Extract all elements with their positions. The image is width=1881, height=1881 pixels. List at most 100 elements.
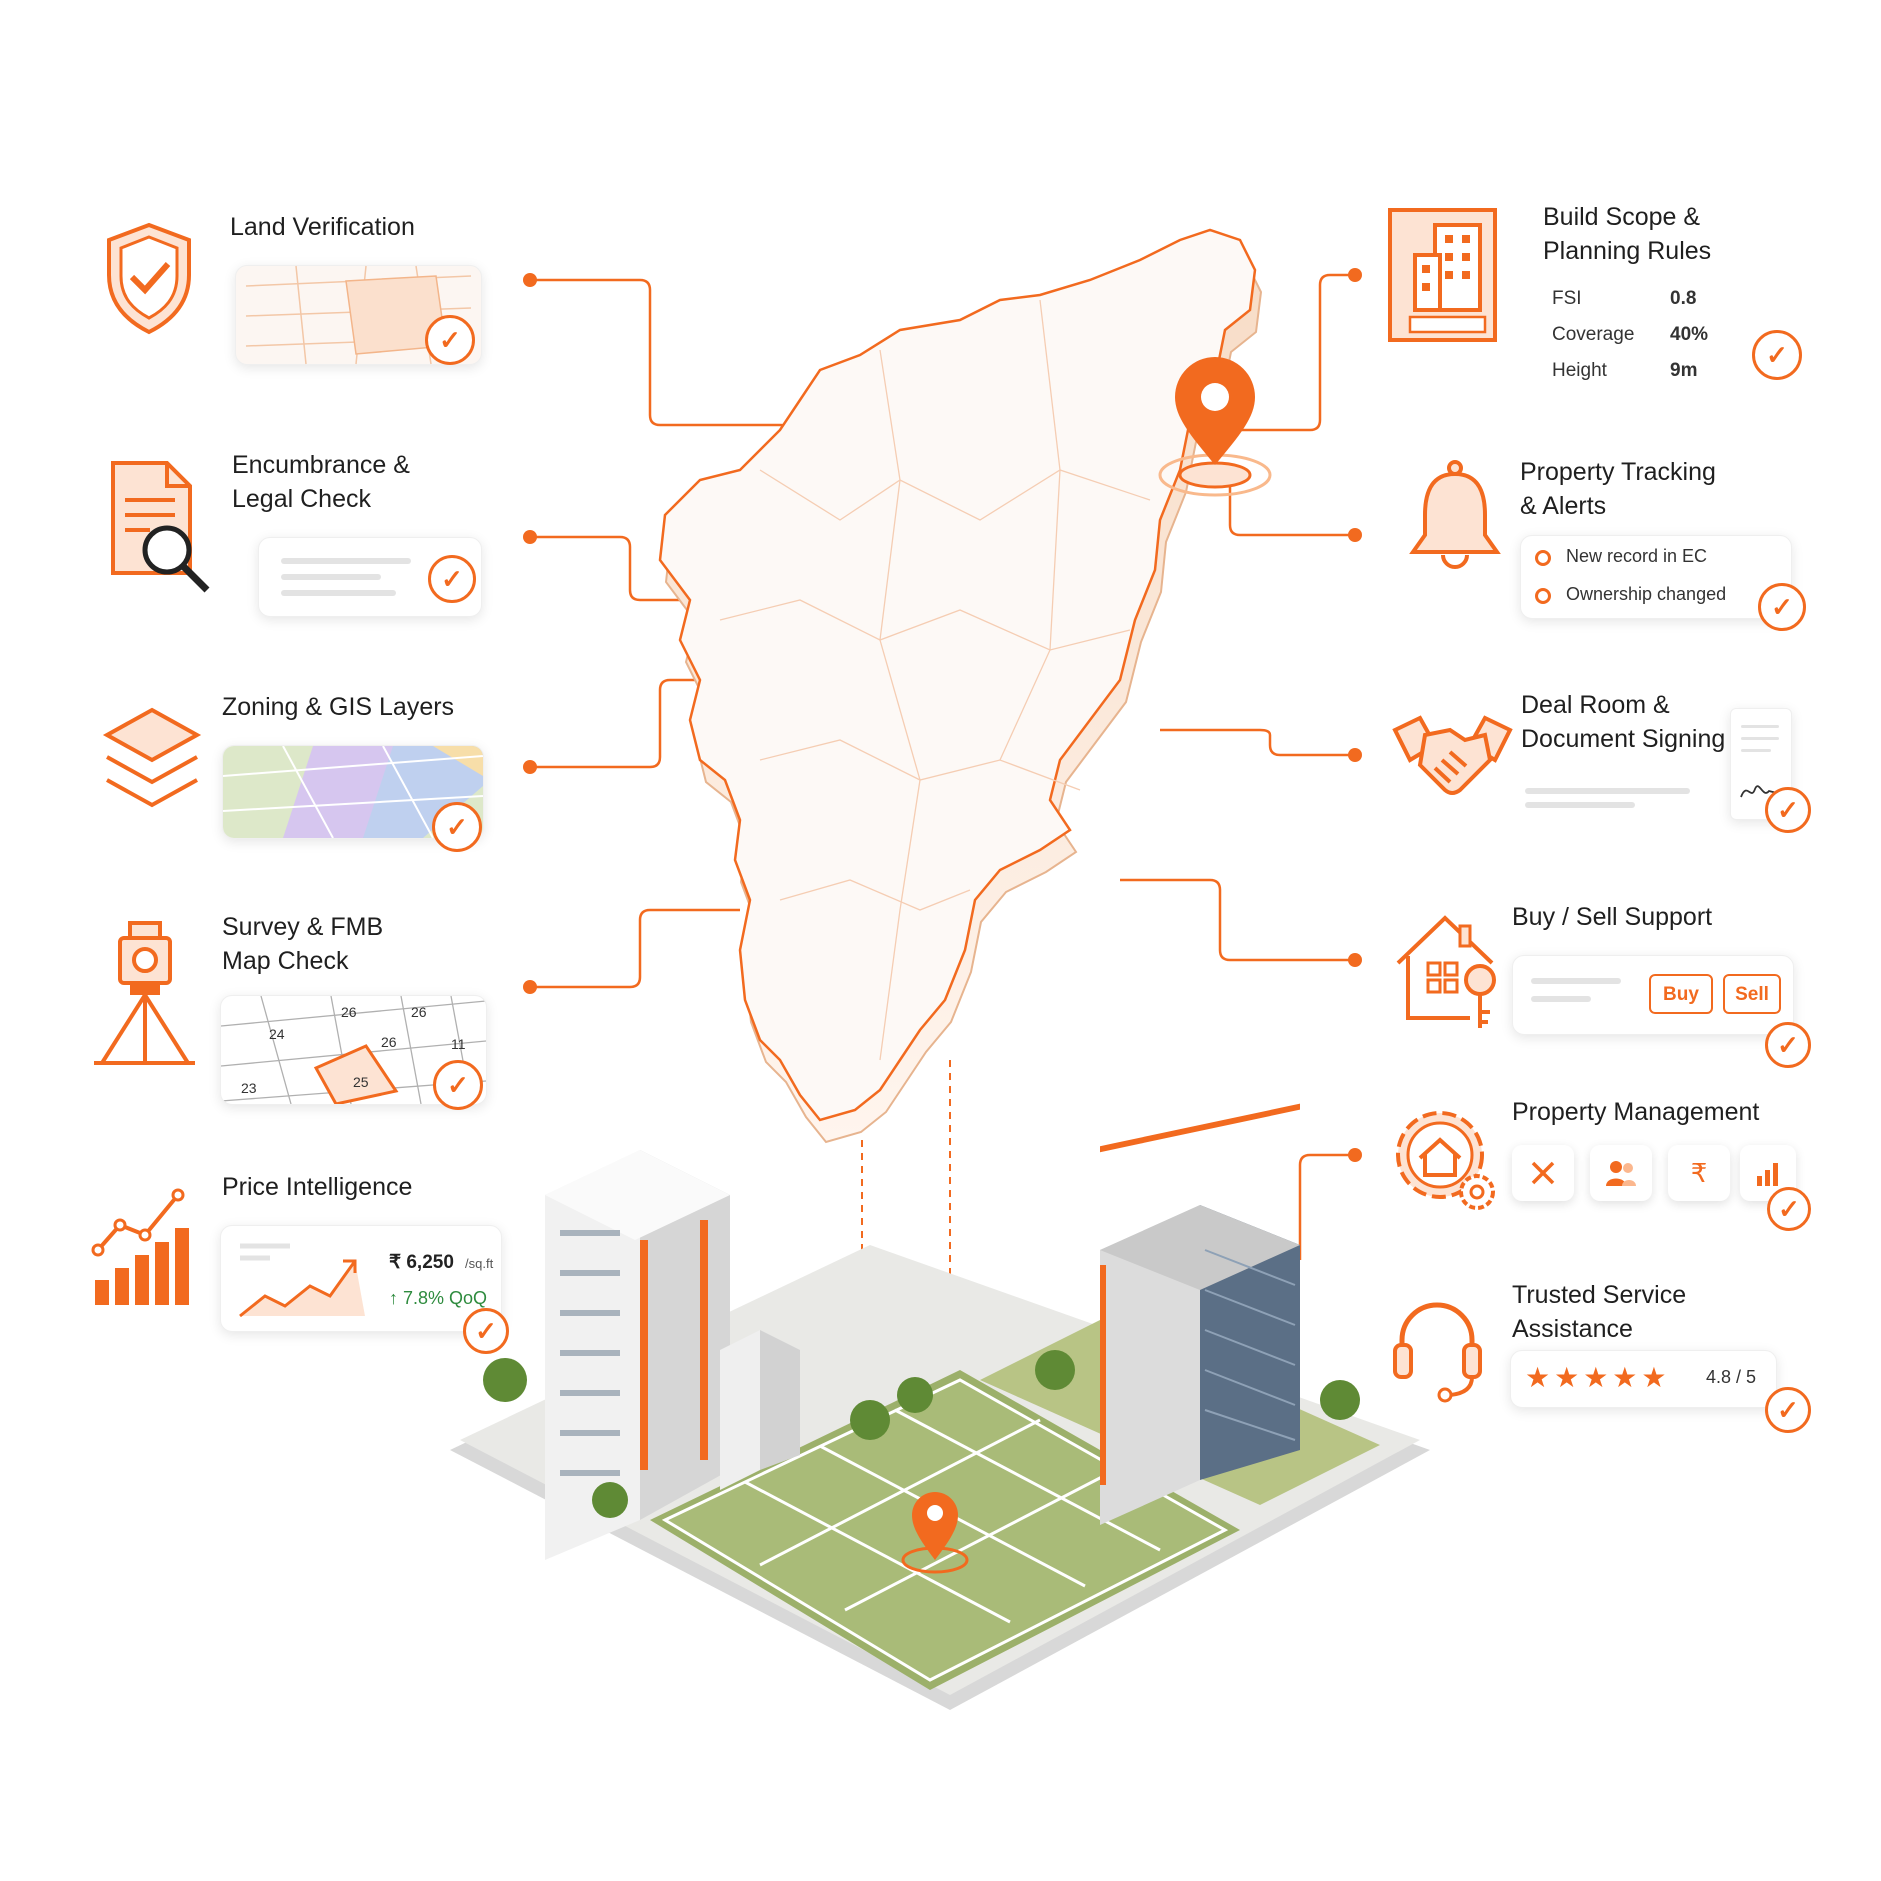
buy-sell-card: Buy Sell [1512,955,1794,1035]
placeholder-line [1531,978,1621,984]
connector-dot-build [1348,268,1362,282]
alert-item: New record in EC [1566,546,1708,566]
plot-number: 25 [353,1074,369,1090]
check-icon: ✓ [433,1060,483,1110]
check-icon: ✓ [428,555,476,603]
feature-title: Price Intelligence [222,1173,413,1201]
rule-label: Coverage [1552,324,1635,345]
check-icon: ✓ [463,1308,509,1354]
rule-label: FSI [1552,288,1582,309]
doc-line [1741,749,1771,752]
tools-icon[interactable] [1512,1145,1574,1201]
placeholder-line [1525,788,1690,794]
feature-property-tracking-alerts[interactable]: Property Tracking & Alerts New record in… [1380,445,1810,635]
gis-layers-card [222,745,484,839]
plot-number: 11 [451,1036,466,1052]
price-trend-sparkline [239,1243,365,1318]
feature-land-verification[interactable]: Land Verification ✓ [90,200,500,380]
connector-dot-buysell [1348,953,1362,967]
rule-value: 9m [1670,360,1698,381]
plot-number: 26 [341,1004,357,1020]
check-icon: ✓ [1765,1387,1811,1433]
bell-icon [1409,460,1501,569]
rating-value: 4.8 / 5 [1706,1367,1757,1387]
plot-number: 26 [381,1034,397,1050]
feature-deal-room-document-signing[interactable]: Deal Room & Document Signing ✓ [1380,680,1811,850]
check-icon: ✓ [425,315,475,365]
feature-property-management[interactable]: Property Management ₹ ✓ [1380,1085,1811,1245]
growth-chart-icon [91,1188,189,1305]
placeholder-line [281,558,411,564]
feature-zoning-gis-layers[interactable]: Zoning & GIS Layers ✓ [90,680,500,860]
doc-line [1741,725,1779,728]
plot-number: 24 [269,1026,285,1042]
rule-value: 40% [1670,324,1709,345]
feature-title: Zoning & GIS Layers [222,693,455,721]
location-pin-icon [1158,357,1272,497]
alert-dot-icon [1535,550,1551,566]
feature-title: Trusted Service Assistance [1512,1281,1687,1343]
check-icon: ✓ [432,802,482,852]
document-search-icon [111,461,210,593]
connector-dot-tracking [1348,528,1362,542]
alert-dot-icon [1535,588,1551,604]
connector-dot-survey [523,980,537,994]
placeholder-line [1525,802,1635,808]
check-icon: ✓ [1765,1022,1811,1068]
placeholder-line [281,590,396,596]
plot-number: 26 [411,1004,427,1020]
price-value: ₹ 6,250 [389,1252,454,1273]
house-key-icon [1396,915,1496,1028]
rupee-icon[interactable]: ₹ [1668,1145,1730,1201]
feature-title: Land Verification [230,213,415,241]
alert-item: Ownership changed [1566,584,1727,604]
price-unit: /sq.ft [465,1256,494,1271]
theodolite-icon [94,921,195,1065]
handshake-icon [1392,715,1513,795]
feature-price-intelligence[interactable]: Price Intelligence ₹ 6,250 /sq.ft ↑ 7.8%… [90,1160,510,1360]
sell-button[interactable]: Sell [1723,974,1781,1014]
building-blueprint-icon [1388,208,1497,342]
connector-dot-land [523,273,537,287]
connector-dot-zoning [523,760,537,774]
feature-title: Property Tracking & Alerts [1520,458,1716,520]
connector-dot-deal [1348,748,1362,762]
placeholder-line [1531,996,1591,1002]
signature-icon [1740,785,1778,798]
shield-check-icon [107,222,191,335]
check-icon: ✓ [1758,583,1806,631]
feature-title: Build Scope & Planning Rules [1543,203,1712,265]
feature-title: Encumbrance & Legal Check [232,451,410,513]
land-map-card [235,265,482,365]
buy-button[interactable]: Buy [1649,974,1713,1014]
rule-label: Height [1552,360,1607,381]
rule-value: 0.8 [1670,288,1697,309]
price-card: ₹ 6,250 /sq.ft ↑ 7.8% QoQ [220,1225,502,1332]
house-gear-icon [1396,1111,1495,1210]
people-icon[interactable] [1590,1145,1652,1201]
connector-dot-encumbrance [523,530,537,544]
check-icon: ✓ [1767,1187,1811,1231]
feature-buy-sell-support[interactable]: Buy / Sell Support Buy Sell ✓ [1380,890,1811,1070]
feature-build-scope-planning-rules[interactable]: Build Scope & Planning Rules FSI 0.8 Cov… [1380,190,1810,400]
feature-survey-fmb-map-check[interactable]: Survey & FMB Map Check 26 26 24 26 23 25… [90,900,500,1115]
layers-icon [102,707,202,808]
feature-title: Deal Room & Document Signing [1521,691,1726,753]
feature-encumbrance-legal-check[interactable]: Encumbrance & Legal Check ✓ [90,440,500,620]
connector-dot-management [1348,1148,1362,1162]
feature-title: Buy / Sell Support [1512,903,1713,931]
doc-line [1741,737,1779,740]
check-icon: ✓ [1765,787,1811,833]
alerts-card: New record in EC Ownership changed [1520,535,1792,619]
feature-title: Property Management [1512,1098,1760,1126]
price-change: ↑ 7.8% QoQ [389,1288,488,1308]
feature-title: Survey & FMB Map Check [222,913,384,975]
check-icon: ✓ [1752,330,1802,380]
plot-number: 23 [241,1080,257,1096]
rating-card: ★★★★★ 4.8 / 5 [1510,1350,1777,1408]
placeholder-line [281,574,381,580]
rating-stars: ★★★★★ [1525,1362,1671,1393]
feature-trusted-service-assistance[interactable]: Trusted Service Assistance ★★★★★ 4.8 / 5… [1380,1270,1811,1440]
